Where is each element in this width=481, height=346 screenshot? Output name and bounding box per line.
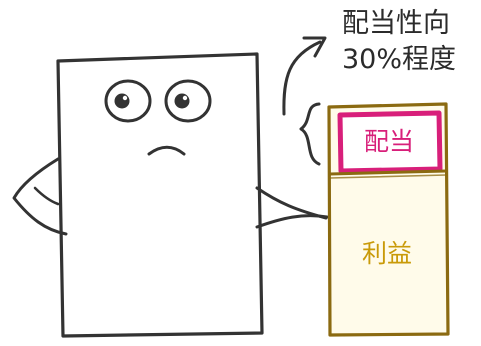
arrow-head: [302, 36, 327, 58]
annotation-line-1: 配当性向: [342, 8, 450, 39]
right-arm: [255, 186, 328, 220]
curved-arrow-line: [282, 40, 322, 116]
right-eye-highlight: [182, 95, 188, 101]
dividend-box-outline: [337, 110, 443, 174]
brace-line: [299, 102, 321, 166]
annotation-arrow: [282, 36, 327, 166]
mouth: [147, 145, 186, 156]
eyes: [104, 79, 212, 123]
dividend-box-bottom-band: [328, 169, 448, 176]
left-arm: [12, 157, 68, 236]
right-pupil: [174, 93, 190, 109]
dividend-box-bottom-inner: [329, 174, 447, 179]
dividend-label: 配当: [363, 126, 414, 156]
left-arm-inner: [33, 186, 60, 206]
paper-character: [12, 52, 329, 338]
left-pupil: [114, 93, 130, 109]
character-body: [56, 52, 264, 338]
annotation-line-2: 30%程度: [342, 44, 457, 75]
profit-box-graphic: [327, 102, 450, 337]
right-arm-lower: [255, 214, 329, 229]
left-eye-highlight: [122, 95, 128, 101]
profit-label: 利益: [361, 238, 412, 268]
payout-ratio-annotation: 配当性向 30%程度: [342, 6, 478, 78]
